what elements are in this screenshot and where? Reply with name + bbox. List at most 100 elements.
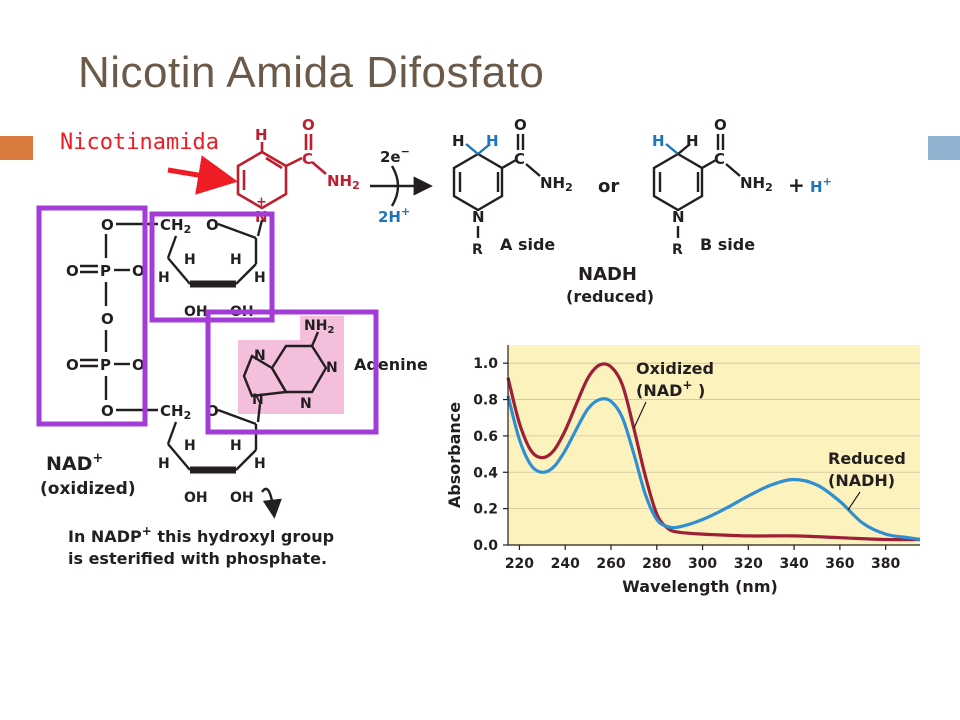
p1-o-left: O [66,262,79,280]
b-side-h-left: H [652,132,665,150]
x-tick-label: 380 [871,556,900,572]
adenine-n7: N [254,348,266,364]
nicotinamide-arrow [167,155,238,195]
p2-o-left: O [66,356,79,374]
adenine-n9: N [252,392,264,408]
ribose-lower-oh1: OH [184,490,208,506]
ribose-lower-oh2: OH [230,490,254,506]
x-tick-label: 220 [505,556,534,572]
oxidized-series-line [506,362,921,542]
reduced-legend-line1: Reduced [828,449,906,468]
phosphorus-1: P [100,262,111,280]
reduced-ring-a-side: H H O C NH2 N R A side [452,116,573,258]
x-tick-label: 340 [779,556,808,572]
bridge-o-top: O [101,216,114,234]
ribose-upper-o: O [206,216,219,234]
highlight-box-phosphate [36,205,148,427]
nicotinamide-ring-oxidized: H O C NH2 N + [236,116,360,226]
ribose-upper-oh1: OH [184,304,208,320]
p1-o-right: O [132,262,145,280]
phosphate-backbone: O O P O O O P O O [66,216,158,420]
y-tick-label: 0.4 [473,465,498,481]
x-tick-label: 240 [551,556,580,572]
adenine-label: Adenine [354,355,428,374]
accent-bar-left [0,136,33,160]
ribose-upper-h2: H [230,252,242,268]
ch2-lower: CH2 [160,402,191,422]
x-tick-label: 260 [596,556,625,572]
b-side-nh2: NH2 [740,174,773,194]
a-side-h-right: H [486,132,499,150]
y-tick-label: 0.8 [473,393,498,409]
reduced-ring-b-side: H H O C NH2 N R B side [652,116,773,258]
adenine: NH2 N N N N Adenine [238,316,428,414]
ribose-upper-h3: H [158,270,170,286]
b-side-h-right: H [686,132,699,150]
nad-state-label: (oxidized) [40,479,136,499]
oxidized-legend-line2: (NAD+ ) [636,378,705,400]
or-label: or [598,176,619,197]
ch2-upper: CH2 [160,216,191,236]
b-side-label: B side [700,235,755,254]
plus-sign: + [788,173,805,197]
b-side-n: N [672,208,685,226]
b-side-r: R [672,242,683,258]
nadh-state-label: (reduced) [566,287,654,306]
a-side-nh2: NH2 [540,174,573,194]
y-tick-label: 0.6 [473,429,498,445]
ring-h-label: H [255,126,268,144]
a-side-o: O [514,116,527,134]
highlight-box-adenine [205,309,379,435]
accent-bar-right [928,136,960,160]
adenine-nh2: NH2 [304,318,334,336]
a-side-h-left: H [452,132,465,150]
protons-label: 2H+ [378,205,410,226]
reaction-arrow: 2e− 2H+ [370,145,433,226]
ribose-lower-h3: H [158,456,170,472]
y-tick-label: 0.2 [473,502,498,518]
ribose-upper: CH2 O H H H H OH OH [158,216,266,320]
ribose-upper-h1: H [184,252,196,268]
x-tick-label: 300 [688,556,717,572]
b-side-o: O [714,116,727,134]
b-side-c: C [714,150,725,168]
bridge-o-mid: O [101,310,114,328]
adenine-n1: N [326,360,338,376]
ribose-upper-h4: H [254,270,266,286]
highlight-box-ribose [149,211,275,323]
reduced-leader-line [847,491,861,511]
x-tick-label: 320 [734,556,763,572]
oxidized-legend-line1: Oxidized [636,359,714,378]
x-tick-label: 360 [825,556,854,572]
adenine-n3: N [300,396,312,412]
a-side-n: N [472,208,485,226]
absorbance-chart: 220 240 260 280 300 320 340 360 380 0.0 0.2 0.4 0.6… [445,345,921,596]
y-tick-label: 0.0 [473,538,498,554]
y-axis-label: Absorbance [445,402,464,508]
a-side-c: C [514,150,525,168]
ribose-lower-h4: H [254,456,266,472]
x-tick-label: 280 [642,556,671,572]
reduced-series-line [506,395,921,542]
p2-o-right: O [132,356,145,374]
bridge-o-bottom: O [101,402,114,420]
ribose-lower-h2: H [230,438,242,454]
electrons-label: 2e− [380,145,410,166]
ring-n-charge: + [256,195,267,210]
oxidized-leader-line [633,401,647,429]
amide-nh2-label: NH2 [327,172,360,192]
carbonyl-o-label: O [302,116,315,134]
ribose-lower: CH2 O H H H H OH OH [158,402,282,519]
slide-title: Nicotin Amida Difosfato [78,48,545,97]
h-plus-label: H+ [810,175,832,196]
nad-label: NAD+ [46,451,103,475]
reduced-legend-line2: (NADH) [828,471,895,490]
ribose-lower-h1: H [184,438,196,454]
y-tick-label: 1.0 [473,356,498,372]
carbonyl-c-label: C [302,150,313,168]
x-axis-label: Wavelength (nm) [622,577,778,596]
phosphorus-2: P [100,356,111,374]
nadp-note-line1: In NADP+ this hydroxyl group [68,524,334,546]
nicotinamide-label: Nicotinamida [60,130,219,155]
